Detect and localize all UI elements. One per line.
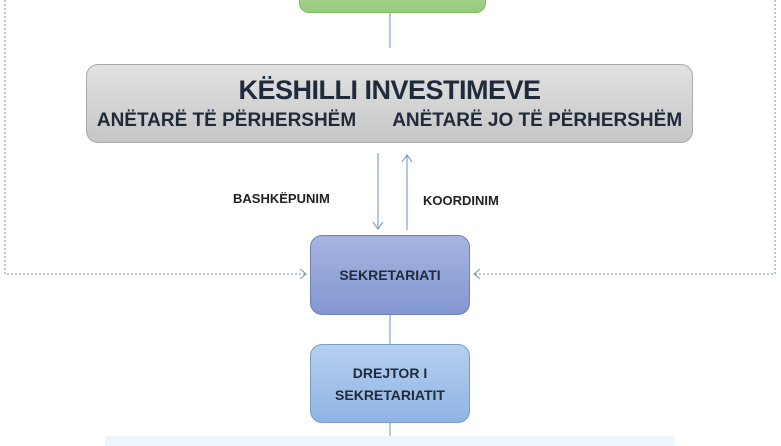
secretariat-label: SEKRETARIATI (339, 267, 441, 283)
dotted-right-feedback (474, 0, 776, 275)
director-line1: DREJTOR I (352, 364, 428, 381)
top-green-node (299, 0, 486, 13)
permanent-members: ANËTARË TË PËRHERSHËM (96, 110, 357, 131)
secretariat-node: SEKRETARIATI (310, 235, 470, 315)
council-node: KËSHILLI INVESTIMEVE ANËTARË TË PËRHERSH… (86, 64, 693, 143)
koordinim-label: KOORDINIM (423, 193, 499, 208)
director-node: DREJTOR I SEKRETARIATIT (310, 344, 470, 423)
director-line2: SEKRETARIATIT (335, 386, 445, 403)
bashkepunim-label: BASHKËPUNIM (233, 191, 330, 206)
bottom-node-partial (105, 436, 675, 446)
non-permanent-members: ANËTARË JO TË PËRHERSHËM (392, 110, 683, 131)
dotted-left-feedback (4, 0, 306, 275)
council-title: KËSHILLI INVESTIMEVE (238, 75, 541, 105)
